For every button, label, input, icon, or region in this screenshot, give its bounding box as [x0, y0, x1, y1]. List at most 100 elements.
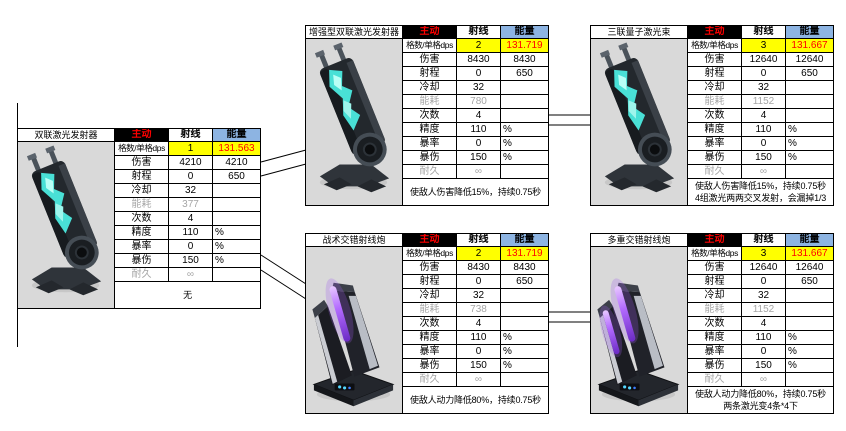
stat-label-cell[interactable]: 冷却: [688, 289, 742, 303]
stat-value-ray-cell[interactable]: 0: [169, 240, 213, 254]
stat-value-ray-cell[interactable]: 0: [457, 275, 501, 289]
stat-value-ray-cell[interactable]: 4: [457, 109, 501, 123]
stat-value-ray-cell[interactable]: 1152: [742, 95, 786, 109]
stat-value-ray-cell[interactable]: 32: [742, 289, 786, 303]
header-ray-cell[interactable]: 射线: [457, 234, 501, 247]
stat-label-cell[interactable]: 暴率: [115, 240, 169, 254]
weapon-description[interactable]: 使敌人动力降低80%，持续0.75秒: [410, 394, 541, 405]
stat-label-cell[interactable]: 精度: [115, 226, 169, 240]
stat-value-energy-cell[interactable]: %: [786, 137, 833, 151]
stat-label-cell[interactable]: 次数: [403, 317, 457, 331]
stat-value-ray-cell[interactable]: 3: [742, 247, 786, 261]
stat-value-energy-cell[interactable]: 650: [786, 67, 833, 81]
stat-value-energy-cell[interactable]: %: [786, 123, 833, 137]
stat-value-energy-cell[interactable]: %: [501, 359, 548, 373]
stat-value-ray-cell[interactable]: 0: [742, 345, 786, 359]
stat-value-ray-cell[interactable]: 8430: [457, 261, 501, 275]
stat-label-cell[interactable]: 格数/单格dps: [403, 39, 457, 53]
header-ray-cell[interactable]: 射线: [457, 26, 501, 39]
stat-label-cell[interactable]: 精度: [688, 123, 742, 137]
header-ray-cell[interactable]: 射线: [169, 129, 213, 142]
stat-value-energy-cell[interactable]: [786, 289, 833, 303]
stat-value-ray-cell[interactable]: ∞: [742, 165, 786, 179]
stat-label-cell[interactable]: 暴伤: [115, 254, 169, 268]
stat-value-ray-cell[interactable]: 3: [742, 39, 786, 53]
stat-value-energy-cell[interactable]: [786, 95, 833, 109]
header-ray-cell[interactable]: 射线: [742, 234, 786, 247]
stat-label-cell[interactable]: 暴伤: [403, 151, 457, 165]
weapon-title[interactable]: 三联量子激光束: [591, 26, 687, 39]
stat-value-ray-cell[interactable]: 150: [742, 359, 786, 373]
stat-label-cell[interactable]: 能耗: [403, 303, 457, 317]
stat-value-ray-cell[interactable]: 377: [169, 198, 213, 212]
stat-value-energy-cell[interactable]: [213, 198, 260, 212]
stat-value-ray-cell[interactable]: 110: [742, 331, 786, 345]
stat-value-ray-cell[interactable]: ∞: [457, 165, 501, 179]
stat-value-energy-cell[interactable]: [501, 303, 548, 317]
header-energy-cell[interactable]: 能量: [213, 129, 260, 142]
weapon-title[interactable]: 多重交错射线炮: [591, 234, 687, 247]
header-active-cell[interactable]: 主动: [403, 234, 457, 247]
stat-value-ray-cell[interactable]: 4: [742, 317, 786, 331]
stat-value-energy-cell[interactable]: [213, 268, 260, 282]
stat-label-cell[interactable]: 冷却: [115, 184, 169, 198]
stat-label-cell[interactable]: 射程: [688, 67, 742, 81]
stat-label-cell[interactable]: 耐久: [403, 373, 457, 387]
stat-value-energy-cell[interactable]: 4210: [213, 156, 260, 170]
stat-value-energy-cell[interactable]: 131.563: [213, 142, 260, 156]
header-active-cell[interactable]: 主动: [688, 234, 742, 247]
weapon-description[interactable]: 使敌人伤害降低15%，持续0.75秒: [410, 186, 541, 197]
stat-value-energy-cell[interactable]: 131.667: [786, 247, 833, 261]
stat-value-ray-cell[interactable]: 150: [742, 151, 786, 165]
stat-label-cell[interactable]: 格数/单格dps: [688, 247, 742, 261]
stat-value-energy-cell[interactable]: %: [786, 151, 833, 165]
stat-value-energy-cell[interactable]: [501, 95, 548, 109]
stat-value-energy-cell[interactable]: 8430: [501, 261, 548, 275]
weapon-description[interactable]: 无: [183, 289, 192, 300]
stat-value-ray-cell[interactable]: 2: [457, 247, 501, 261]
stat-value-energy-cell[interactable]: [786, 109, 833, 123]
stat-value-energy-cell[interactable]: [501, 317, 548, 331]
stat-label-cell[interactable]: 能耗: [688, 303, 742, 317]
header-ray-cell[interactable]: 射线: [742, 26, 786, 39]
header-active-cell[interactable]: 主动: [403, 26, 457, 39]
stat-value-energy-cell[interactable]: [501, 165, 548, 179]
stat-value-energy-cell[interactable]: [786, 165, 833, 179]
stat-label-cell[interactable]: 精度: [688, 331, 742, 345]
stat-label-cell[interactable]: 耐久: [403, 165, 457, 179]
header-energy-cell[interactable]: 能量: [501, 234, 548, 247]
stat-label-cell[interactable]: 伤害: [403, 261, 457, 275]
stat-value-energy-cell[interactable]: [213, 184, 260, 198]
stat-value-ray-cell[interactable]: 2: [457, 39, 501, 53]
stat-value-ray-cell[interactable]: 32: [457, 81, 501, 95]
stat-value-energy-cell[interactable]: 12640: [786, 53, 833, 67]
stat-value-ray-cell[interactable]: ∞: [742, 373, 786, 387]
stat-value-ray-cell[interactable]: 32: [742, 81, 786, 95]
stat-value-energy-cell[interactable]: %: [786, 359, 833, 373]
stat-value-ray-cell[interactable]: 1152: [742, 303, 786, 317]
stat-value-ray-cell[interactable]: ∞: [457, 373, 501, 387]
stat-label-cell[interactable]: 耐久: [688, 165, 742, 179]
stat-value-ray-cell[interactable]: 0: [742, 137, 786, 151]
stat-label-cell[interactable]: 冷却: [403, 81, 457, 95]
stat-value-energy-cell[interactable]: [501, 373, 548, 387]
stat-value-ray-cell[interactable]: 110: [169, 226, 213, 240]
stat-value-energy-cell[interactable]: %: [786, 345, 833, 359]
stat-label-cell[interactable]: 射程: [403, 67, 457, 81]
stat-value-energy-cell[interactable]: 650: [213, 170, 260, 184]
stat-value-ray-cell[interactable]: 738: [457, 303, 501, 317]
stat-label-cell[interactable]: 暴伤: [688, 359, 742, 373]
weapon-title[interactable]: 双联激光发射器: [18, 129, 114, 142]
stat-value-energy-cell[interactable]: [213, 212, 260, 226]
header-energy-cell[interactable]: 能量: [786, 234, 833, 247]
stat-value-ray-cell[interactable]: 150: [169, 254, 213, 268]
stat-value-energy-cell[interactable]: %: [213, 254, 260, 268]
stat-value-ray-cell[interactable]: 0: [457, 345, 501, 359]
stat-value-ray-cell[interactable]: 4: [742, 109, 786, 123]
stat-value-ray-cell[interactable]: 4: [169, 212, 213, 226]
stat-value-energy-cell[interactable]: 131.719: [501, 247, 548, 261]
stat-label-cell[interactable]: 格数/单格dps: [403, 247, 457, 261]
header-energy-cell[interactable]: 能量: [501, 26, 548, 39]
stat-label-cell[interactable]: 次数: [688, 109, 742, 123]
stat-value-ray-cell[interactable]: 110: [457, 123, 501, 137]
